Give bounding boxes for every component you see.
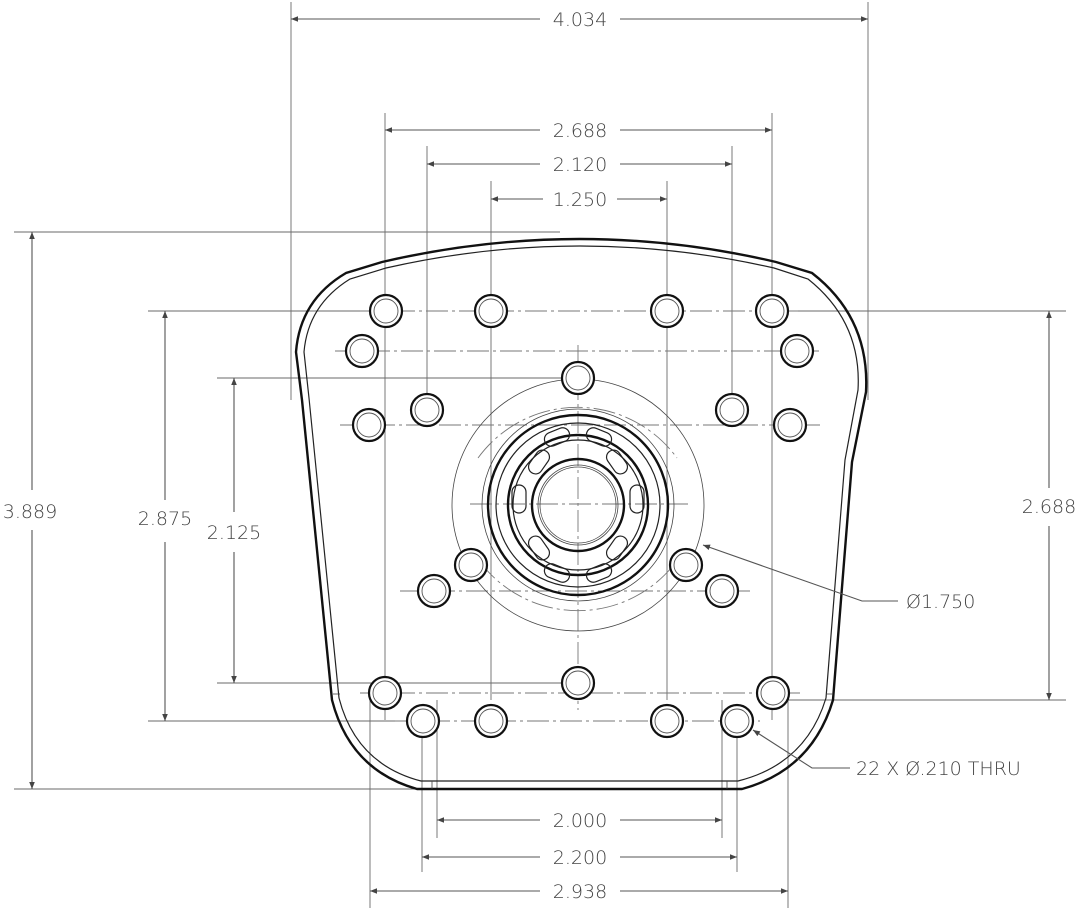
hub-slots — [511, 427, 645, 583]
hole — [367, 675, 403, 711]
dim-label-bottom-mid: 2.200 — [553, 847, 607, 869]
dim-label-left-outer-height: 2.875 — [138, 508, 192, 530]
dim-inner-hole-span: 1.250 — [491, 189, 667, 211]
hole — [755, 675, 791, 711]
hole — [754, 293, 790, 329]
hole — [368, 293, 404, 329]
hole — [344, 333, 380, 369]
dim-label-right-height: 2.688 — [1022, 496, 1076, 518]
plate-outline — [294, 237, 868, 791]
hole — [779, 333, 815, 369]
callout-hole-note: 22 X Ø.210 THRU — [752, 729, 1021, 780]
dim-bottom-inner: 2.000 — [437, 810, 722, 832]
hole — [351, 407, 387, 443]
hole — [714, 392, 750, 428]
dim-left-inner-height: 2.125 — [207, 378, 261, 683]
hole — [473, 703, 509, 739]
dim-bottom-outer: 2.938 — [370, 881, 788, 903]
dim-mid-hole-span: 2.120 — [427, 154, 732, 176]
hole — [772, 407, 808, 443]
dim-outer-hole-span: 2.688 — [385, 120, 772, 142]
hole — [719, 703, 755, 739]
callout-hole-note-text: 22 X Ø.210 THRU — [856, 758, 1021, 780]
hole — [704, 573, 740, 609]
mounting-holes — [344, 293, 815, 739]
dim-left-outer-height: 2.875 — [138, 311, 192, 721]
callout-bolt-circle-text: Ø1.750 — [906, 591, 975, 613]
hole — [649, 703, 685, 739]
callout-bolt-circle: Ø1.750 — [702, 544, 975, 613]
hole — [668, 547, 704, 583]
dim-label-left-inner-height: 2.125 — [207, 522, 261, 544]
dim-label-bottom-inner: 2.000 — [553, 810, 607, 832]
hole — [560, 360, 596, 396]
dim-overall-height: 3.889 — [3, 232, 57, 789]
hole — [560, 665, 596, 701]
hole — [473, 293, 509, 329]
dim-label-overall-width: 4.034 — [553, 9, 607, 31]
dim-label-bottom-outer: 2.938 — [553, 881, 607, 903]
dim-label-overall-height: 3.889 — [3, 501, 57, 523]
dim-label-inner-hole-span: 1.250 — [553, 189, 607, 211]
dim-right-height: 2.688 — [1022, 311, 1076, 700]
hole — [405, 703, 441, 739]
dim-label-mid-hole-span: 2.120 — [553, 154, 607, 176]
hole — [409, 392, 445, 428]
dim-bottom-mid: 2.200 — [422, 847, 737, 869]
hole — [649, 293, 685, 329]
hole — [453, 547, 489, 583]
dim-label-outer-hole-span: 2.688 — [553, 120, 607, 142]
central-hub — [451, 378, 705, 632]
hole — [416, 573, 452, 609]
dim-overall-width: 4.034 — [291, 9, 868, 31]
